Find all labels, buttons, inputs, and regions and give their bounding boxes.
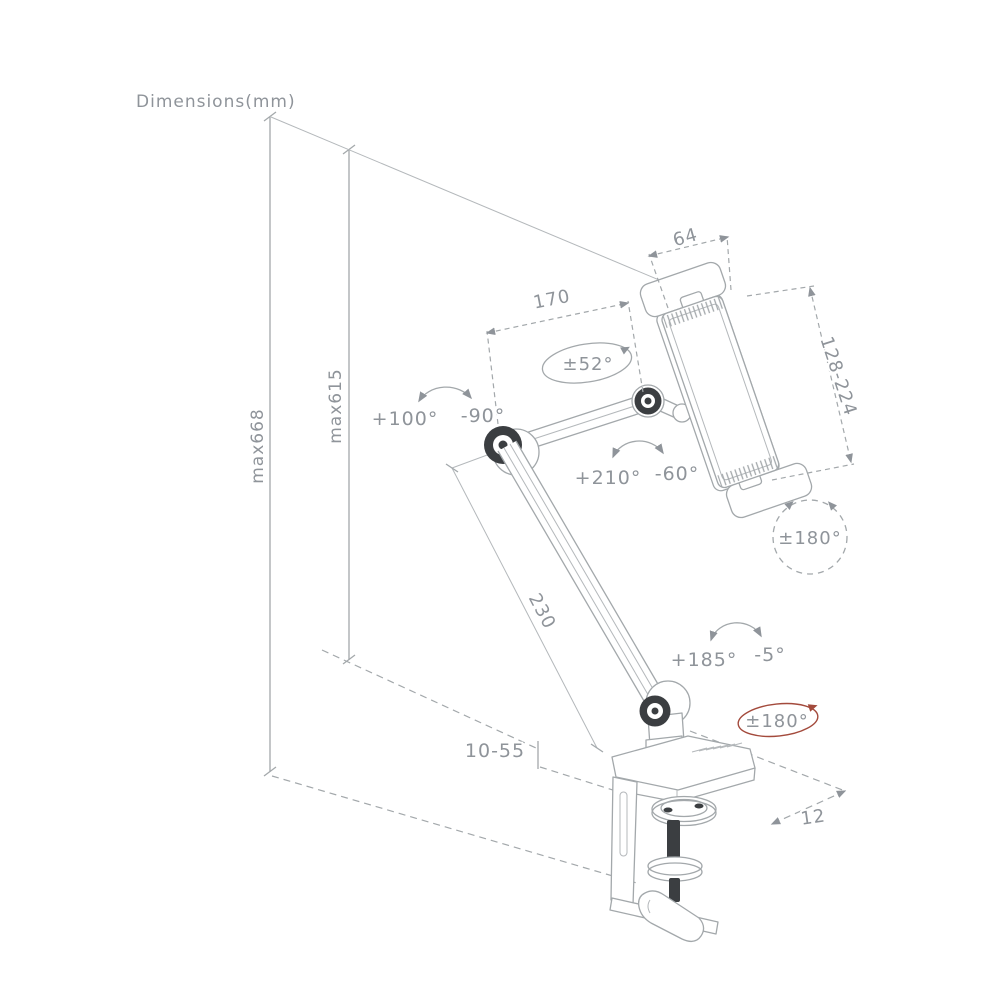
tablet-holder xyxy=(639,261,813,519)
clamp-slot xyxy=(619,791,628,857)
dim-12-label: 12 xyxy=(799,805,827,829)
clamp-knob xyxy=(637,890,705,943)
clamp-bracket xyxy=(610,776,638,906)
base-rotation-ellipse xyxy=(737,702,819,738)
plate-vents xyxy=(691,742,743,753)
lower-arm xyxy=(497,440,670,714)
rot-180-base-label: ±180° xyxy=(745,711,808,732)
upper-arm-dimension xyxy=(485,300,644,425)
height-dimension-frame xyxy=(263,111,703,777)
dim-64-label: 64 xyxy=(671,224,701,251)
dim-10-55-label: 10-55 xyxy=(465,740,525,762)
screw-disc xyxy=(647,856,703,876)
holder-rotation-circle xyxy=(772,499,848,575)
rot-180-holder-label: ±180° xyxy=(778,528,841,549)
bottom-ridge-band xyxy=(717,455,778,487)
shoulder-tilt-arc xyxy=(418,386,473,403)
holder-width-dimension xyxy=(647,235,732,309)
desk-clamp xyxy=(609,735,756,943)
dim-230-label: 230 xyxy=(524,590,560,633)
clamp-screw xyxy=(667,820,680,866)
rotation-arcs xyxy=(418,342,848,738)
rot-minus90-label: -90° xyxy=(461,405,506,427)
max668-label: max668 xyxy=(248,408,268,484)
dim-170-label: 170 xyxy=(532,286,573,314)
dim-128-224-label: 128-224 xyxy=(816,334,861,419)
tablet-front-face xyxy=(661,295,780,489)
max615-label: max615 xyxy=(326,368,346,444)
rot-plus210-label: +210° xyxy=(575,467,642,489)
rot-minus5-label: -5° xyxy=(754,644,785,666)
rot-52-label: ±52° xyxy=(563,354,614,375)
elbow-tilt-arc xyxy=(612,440,664,459)
base-tilt-arc xyxy=(709,622,762,642)
rot-minus60-label: -60° xyxy=(655,463,700,485)
rot-plus100-label: +100° xyxy=(372,408,439,430)
holder-range-dimension xyxy=(746,285,855,481)
holder-swivel-ellipse xyxy=(541,342,633,384)
top-ridge-band xyxy=(662,297,724,328)
rot-plus185-label: +185° xyxy=(671,649,738,671)
title-label: Dimensions(mm) xyxy=(136,92,296,112)
desk-surface xyxy=(271,649,847,885)
